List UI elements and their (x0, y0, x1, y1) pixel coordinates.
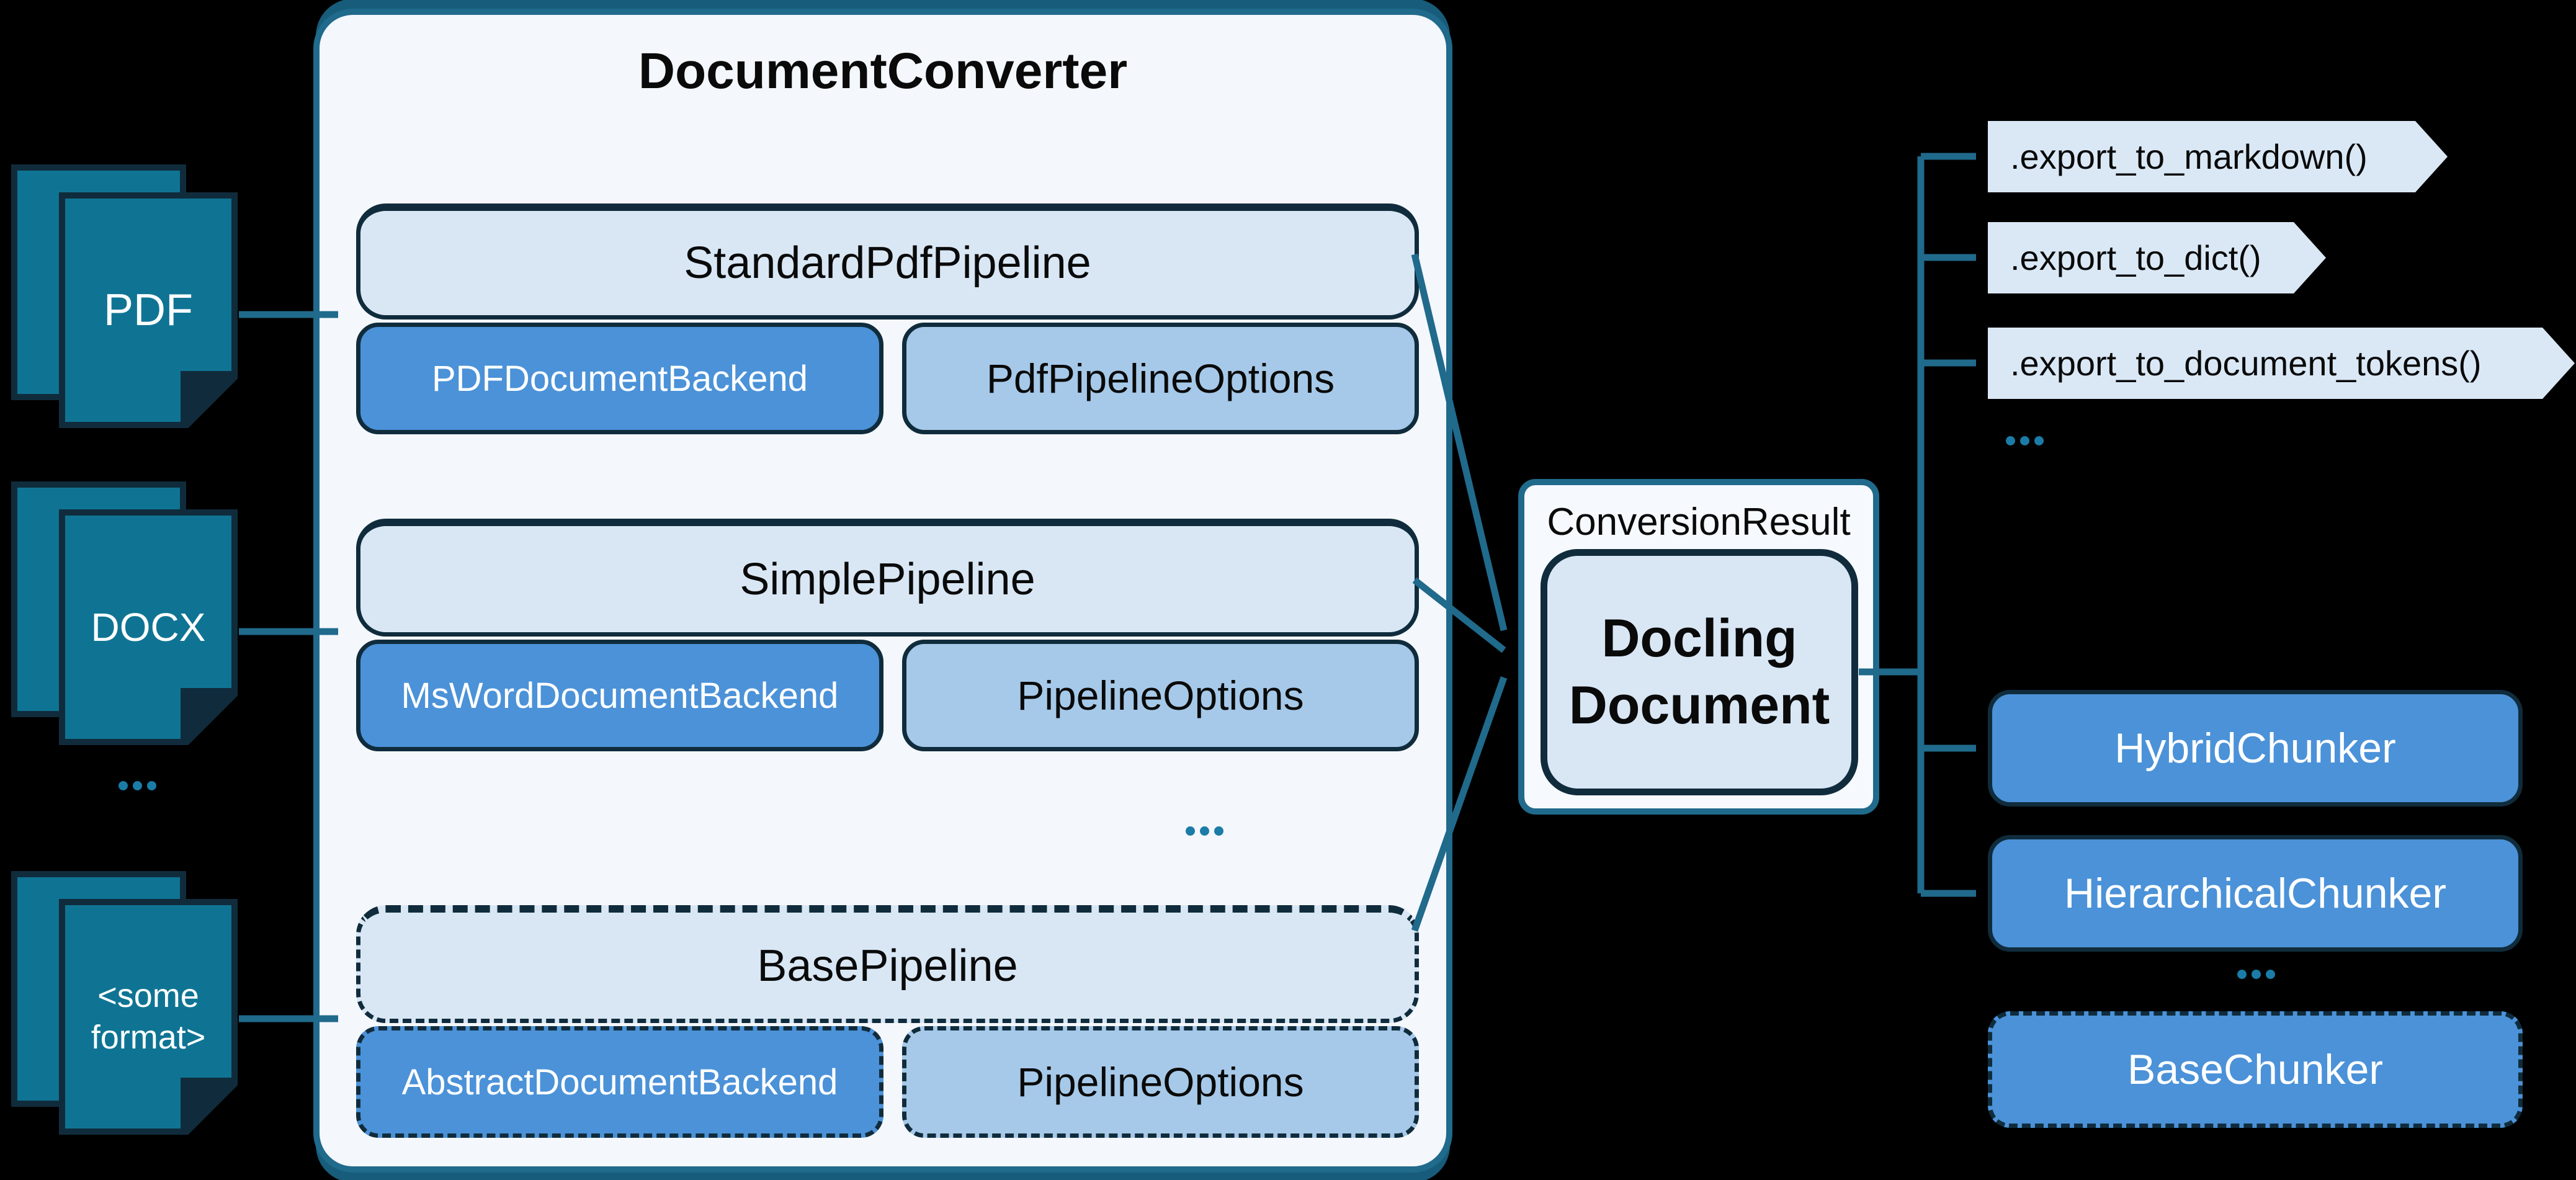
export-tag-markdown: .export_to_markdown() (1988, 121, 2448, 192)
pipeline-box: StandardPdfPipeline (356, 203, 1419, 320)
ellipsis-dot (1214, 826, 1223, 836)
export-tag-document-tokens: .export_to_document_tokens() (1988, 328, 2575, 399)
options-box: PipelineOptions (902, 640, 1419, 751)
ellipsis-dot (2020, 436, 2029, 445)
export-ellipsis (2006, 436, 2044, 445)
document-label: <some format> (91, 977, 206, 1056)
folded-corner-icon (181, 688, 231, 739)
conversion-result-box: ConversionResult Docling Document (1518, 479, 1879, 815)
conversion-result-label: ConversionResult (1547, 501, 1851, 543)
backend-box: AbstractDocumentBackend (356, 1026, 883, 1138)
options-box: PdfPipelineOptions (902, 323, 1419, 434)
docx-document-icon: DOCX (11, 481, 238, 745)
ellipsis-dot (119, 781, 128, 790)
document-label: PDF (104, 285, 193, 335)
document-converter-title: DocumentConverter (638, 43, 1128, 99)
backend-box: MsWordDocumentBackend (356, 640, 883, 751)
export-tag-dict: .export_to_dict() (1988, 222, 2326, 293)
document-label: DOCX (91, 605, 206, 650)
options-box: PipelineOptions (902, 1026, 1419, 1138)
ellipsis-dot (147, 781, 156, 790)
page-front: PDF (59, 192, 238, 428)
ellipsis-dot (2006, 436, 2015, 445)
ellipsis-dot (133, 781, 142, 790)
input-ellipsis (119, 781, 156, 790)
ellipsis-dot (2034, 436, 2044, 445)
ellipsis-dot (2252, 970, 2261, 979)
folded-corner-icon (181, 1078, 231, 1129)
docling-document-label: Docling Document (1568, 609, 1830, 735)
pdf-document-icon: PDF (11, 164, 238, 428)
chunker-base: BaseChunker (1988, 1011, 2523, 1128)
pipeline-ellipsis (1186, 826, 1223, 836)
pipeline-box: BasePipeline (356, 905, 1419, 1023)
ellipsis-dot (2266, 970, 2275, 979)
chunker-ellipsis (2237, 970, 2275, 979)
docling-document-box: Docling Document (1541, 549, 1858, 795)
chunker-hybrid: HybridChunker (1988, 690, 2523, 807)
backend-box: PDFDocumentBackend (356, 323, 883, 434)
page-front: <some format> (59, 899, 238, 1135)
ellipsis-dot (1186, 826, 1195, 836)
folded-corner-icon (181, 371, 231, 422)
page-front: DOCX (59, 509, 238, 745)
pipeline-box: SimplePipeline (356, 519, 1419, 637)
chunker-hierarchical: HierarchicalChunker (1988, 835, 2523, 952)
document-converter-container: DocumentConverter StandardPdfPipeline PD… (313, 9, 1452, 1173)
ellipsis-dot (1200, 826, 1209, 836)
ellipsis-dot (2237, 970, 2247, 979)
some-format-document-icon: <some format> (11, 871, 238, 1135)
